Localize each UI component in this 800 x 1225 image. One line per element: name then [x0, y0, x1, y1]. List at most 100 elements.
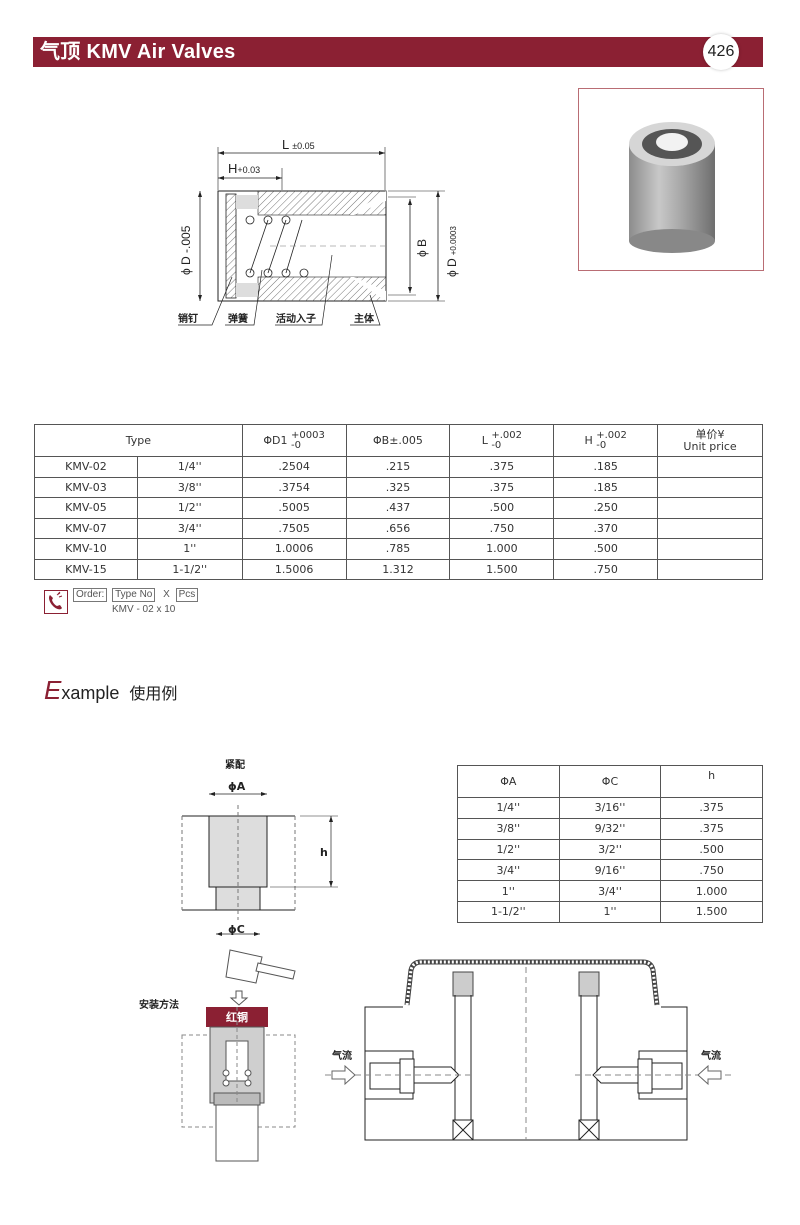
fit-table-header: ΦA ΦC h [457, 765, 763, 798]
cell-h: .750 [553, 558, 659, 580]
cell-d1: .5005 [241, 497, 347, 519]
airflow-right-label: 气流 [700, 1049, 721, 1062]
fit-a-label: ϕA [228, 780, 246, 793]
table-row: 3/4''9/16''.750 [457, 859, 763, 882]
cell-model: KMV-10 [34, 538, 138, 560]
cell-model: KMV-05 [34, 497, 138, 519]
cell-h: .185 [553, 456, 659, 478]
cell-c: 3/2'' [558, 838, 662, 861]
page-number-badge: 426 [703, 34, 739, 70]
cell-price [657, 456, 763, 478]
table-row: 1/2''3/2''.500 [457, 838, 763, 861]
cell-d1: .7505 [241, 517, 347, 539]
cell-d1: .3754 [241, 476, 347, 498]
press-fit-diagram: 紧配 ϕA h ϕC [181, 758, 338, 936]
table-row: 1-1/2''1''1.500 [457, 900, 763, 923]
cell-a: 3/8'' [457, 817, 560, 840]
cell-b: 1.312 [345, 558, 451, 580]
cell-l: .750 [449, 517, 555, 539]
cell-b: .437 [345, 497, 451, 519]
cell-c: 1'' [558, 900, 662, 923]
airflow-arrow-right-icon [331, 1064, 356, 1086]
table-row: 1''3/4''1.000 [457, 880, 763, 902]
valve-cross-section-drawing: L±0.05 H+0.03 ϕ D -.005 ϕ B ϕ D+0.0003 销… [178, 137, 459, 326]
page-title: 气顶 KMV Air Valves [40, 41, 236, 63]
col-d1: ΦD1 +0003-0 [241, 424, 347, 457]
cell-price [657, 517, 763, 539]
cell-h: .750 [660, 859, 763, 882]
cell-l: 1.000 [449, 538, 555, 560]
order-example: KMV - 02 x 10 [112, 604, 176, 615]
cell-model: KMV-15 [34, 558, 138, 580]
cell-model: KMV-03 [34, 476, 138, 498]
cell-price [657, 538, 763, 560]
cell-d1: .2504 [241, 456, 347, 478]
cell-h: .500 [553, 538, 659, 560]
cell-b: .215 [345, 456, 451, 478]
cell-h: .250 [553, 497, 659, 519]
col-unit-price: 单价¥Unit price [657, 424, 763, 457]
order-type-no: Type No [112, 588, 156, 602]
cell-a: 1'' [457, 880, 560, 902]
cell-l: 1.500 [449, 558, 555, 580]
order-format: Order: Type No X Pcs [73, 588, 200, 602]
cell-l: .375 [449, 476, 555, 498]
spec-table-header: Type ΦD1 +0003-0 ΦB±.005 L +.002-0 H +.0… [34, 424, 763, 457]
callout-movable-insert: 活动入子 [276, 312, 316, 325]
product-photo [578, 88, 764, 271]
dim-h-label: H+0.03 [228, 161, 260, 176]
cell-b: .656 [345, 517, 451, 539]
cell-price [657, 558, 763, 580]
order-label: Order: [73, 588, 108, 602]
col-h: h [660, 765, 763, 798]
col-c: ΦC [558, 765, 662, 798]
cell-price [657, 476, 763, 498]
callout-body: 主体 [354, 312, 375, 325]
dim-l-label: L±0.05 [282, 137, 315, 152]
dim-d-right-label: ϕ D+0.0003 [445, 226, 459, 277]
installation-diagram: 红铜 [181, 949, 296, 1162]
cell-c: 3/4'' [558, 880, 662, 902]
order-pcs: Pcs [175, 588, 199, 602]
fit-c-label: ϕC [228, 923, 245, 936]
cell-h: .375 [660, 817, 763, 840]
cell-a: 1/2'' [457, 838, 560, 861]
order-times: X [163, 589, 170, 600]
install-method-label: 安装方法 [139, 1000, 179, 1011]
cell-a: 1-1/2'' [457, 900, 560, 923]
col-type: Type [34, 424, 243, 457]
cell-b: .785 [345, 538, 451, 560]
cell-h: .370 [553, 517, 659, 539]
table-row: 1/4''3/16''.375 [457, 797, 763, 819]
cell-size: 1/4'' [136, 456, 243, 478]
callout-spring: 弹簧 [228, 312, 248, 325]
cell-h: .500 [660, 838, 763, 861]
cell-l: .500 [449, 497, 555, 519]
hammer-icon [225, 949, 296, 984]
col-h: H +.002-0 [553, 424, 659, 457]
cell-c: 9/32'' [558, 817, 662, 840]
cell-model: KMV-02 [34, 456, 138, 478]
col-a: ΦA [457, 765, 560, 798]
airflow-manifold-diagram: 气流 气流 [325, 959, 735, 1141]
cell-a: 3/4'' [457, 859, 560, 882]
col-l: L +.002-0 [449, 424, 555, 457]
cell-d1: 1.5006 [241, 558, 347, 580]
airflow-arrow-left-icon [697, 1064, 722, 1086]
cell-h: .185 [553, 476, 659, 498]
cell-d1: 1.0006 [241, 538, 347, 560]
callout-pin: 销钉 [178, 312, 198, 325]
cell-l: .375 [449, 456, 555, 478]
fit-title: 紧配 [225, 758, 245, 771]
cell-h: 1.500 [660, 900, 763, 923]
phone-icon [44, 590, 68, 614]
cell-c: 9/16'' [558, 859, 662, 882]
col-b: ΦB±.005 [345, 424, 451, 457]
cell-size: 1-1/2'' [136, 558, 243, 580]
cell-h: 1.000 [660, 880, 763, 902]
header-bar [33, 37, 763, 67]
cell-size: 3/4'' [136, 517, 243, 539]
